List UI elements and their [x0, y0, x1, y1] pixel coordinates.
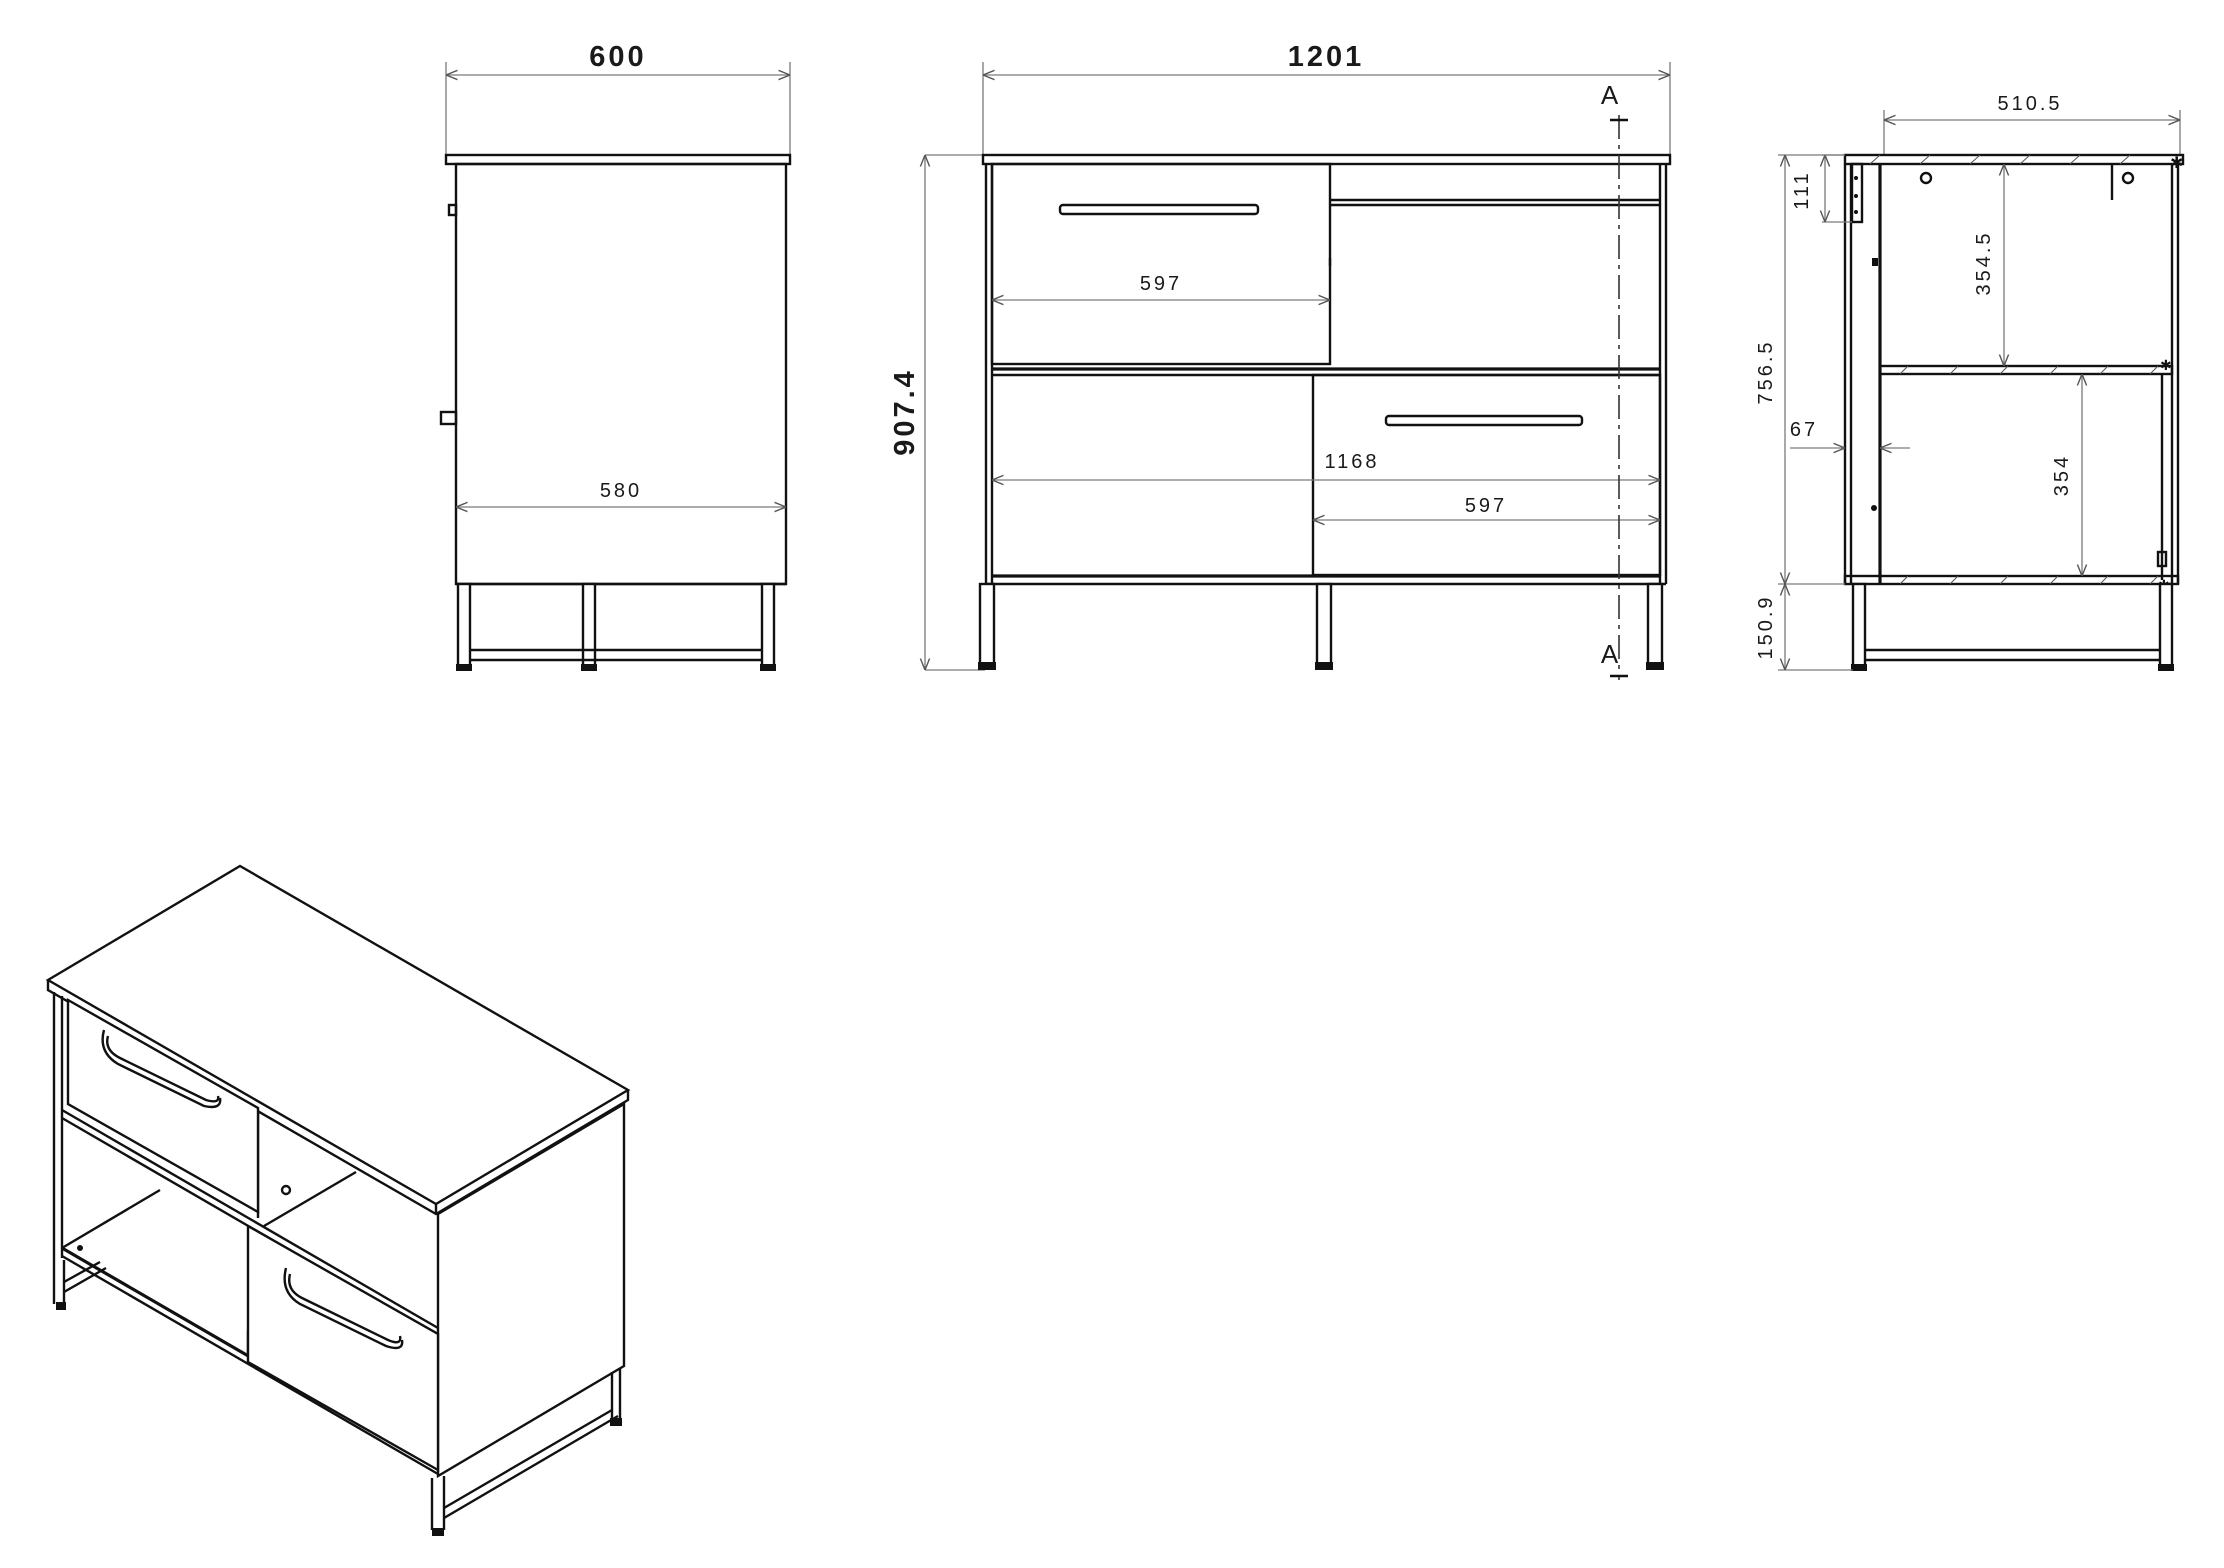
front-width-label: 1201: [1288, 41, 1365, 73]
iso-top-drawer-handle: [106, 1035, 220, 1103]
side-foot-middle: [581, 664, 597, 671]
front-view: 1201 907.4 597 1168 597: [889, 41, 1672, 680]
section-top-board: [1843, 153, 2185, 166]
front-bottom-drawer-handle: [1384, 414, 1584, 427]
front-top-drawer: [990, 162, 1332, 366]
section-depth-label: 510.5: [1997, 93, 2062, 115]
top-offset-label: 111: [1791, 170, 1813, 209]
section-marker-bottom: A: [1601, 639, 1621, 669]
section-leg-back: [2158, 582, 2174, 670]
front-leg-middle: [1315, 582, 1333, 670]
front-foot-middle: [1315, 662, 1333, 670]
body-height-label: 756.5: [1755, 339, 1777, 404]
side-leg-left: [456, 582, 472, 670]
iso-bottom-drawer: [246, 1223, 440, 1473]
front-top-drawer-handle: [1058, 203, 1260, 216]
connector-icon-middle: ✱: [2160, 358, 2172, 374]
front-foot-left: [978, 662, 996, 670]
front-leg-left: [978, 582, 996, 670]
front-top-board: [981, 153, 1672, 166]
section-middle-shelf: [1878, 364, 2174, 376]
side-handle-stub-bottom: [439, 410, 458, 426]
side-view: 600 580: [439, 41, 792, 671]
drawer-top-width-label: 597: [1140, 273, 1182, 295]
section-hole-right: [2121, 171, 2135, 185]
drawer-bottom-width-label: 597: [1465, 495, 1507, 517]
iso-top-drawer: [66, 997, 260, 1215]
side-inner-width-label: 580: [600, 480, 642, 502]
side-leg-middle: [581, 582, 597, 670]
panel-offset-label: 67: [1790, 419, 1818, 441]
section-marker-top: A: [1601, 80, 1621, 110]
side-width-label: 600: [589, 41, 646, 73]
isometric-view: [45, 864, 631, 1536]
section-drawer-front-upper: [1850, 162, 1864, 224]
iso-bottom-drawer-handle: [288, 1273, 402, 1344]
section-hole-left: [1919, 171, 1933, 185]
iso-hole: [280, 1184, 292, 1196]
upper-compartment-label: 354.5: [1973, 230, 1995, 295]
front-leg-right: [1646, 582, 1664, 670]
section-view: 510.5 ✱ ✱: [1755, 93, 2185, 671]
side-top-board: [444, 153, 792, 166]
side-body: [454, 162, 788, 586]
side-handle-stub-top: [447, 203, 458, 217]
section-leg-front: [1851, 582, 1867, 670]
front-foot-right: [1646, 662, 1664, 670]
side-leg-right: [760, 582, 776, 670]
front-bottom-drawer: [1311, 373, 1662, 577]
section-bottom-board: [1843, 574, 2180, 586]
front-height-label: 907.4: [889, 368, 921, 456]
leg-height-label: 150.9: [1755, 594, 1777, 659]
front-inner-width-label: 1168: [1324, 451, 1379, 473]
side-foot-left: [456, 664, 472, 671]
side-foot-right: [760, 664, 776, 671]
lower-compartment-label: 354: [2051, 454, 2073, 496]
connector-icon-top: ✱: [2170, 153, 2183, 172]
